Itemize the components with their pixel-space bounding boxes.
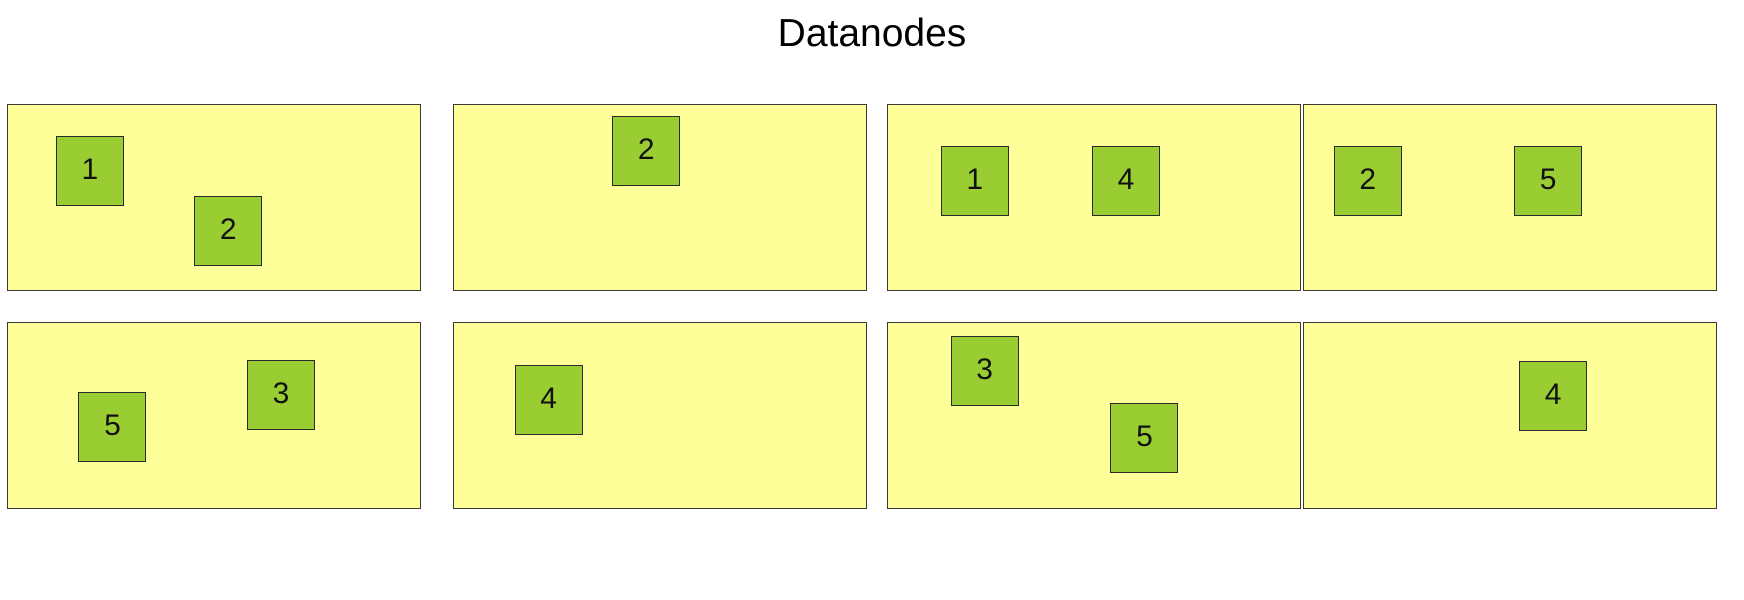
datanode-panel[interactable]: 4 <box>453 322 867 509</box>
data-block-label: 5 <box>1539 162 1557 196</box>
data-block[interactable]: 5 <box>78 392 147 463</box>
data-block[interactable]: 2 <box>194 196 263 267</box>
data-block[interactable]: 3 <box>246 359 315 430</box>
data-block[interactable]: 5 <box>1110 403 1179 474</box>
data-block-label: 5 <box>104 409 121 443</box>
data-block[interactable]: 3 <box>950 335 1019 406</box>
data-block[interactable]: 1 <box>940 145 1009 216</box>
data-block[interactable]: 4 <box>1091 145 1160 216</box>
datanode-panel[interactable]: 4 <box>1303 322 1717 509</box>
data-block-label: 1 <box>81 152 99 186</box>
data-block-label: 4 <box>540 381 557 415</box>
data-block[interactable]: 4 <box>1519 360 1588 431</box>
data-block[interactable]: 5 <box>1514 145 1583 216</box>
data-block[interactable]: 4 <box>514 364 583 435</box>
data-block-label: 3 <box>976 352 993 386</box>
data-block[interactable]: 2 <box>1333 145 1402 216</box>
data-block-label: 2 <box>637 132 655 166</box>
data-block-label: 2 <box>219 213 237 247</box>
data-block-label: 2 <box>1359 162 1376 196</box>
data-block[interactable]: 2 <box>612 115 681 186</box>
data-block[interactable]: 1 <box>55 135 124 206</box>
data-block-label: 4 <box>1544 377 1562 411</box>
data-block-label: 4 <box>1117 162 1135 196</box>
datanode-panel[interactable]: 2 <box>453 104 867 291</box>
page-title: Datanodes <box>777 12 967 55</box>
data-block-label: 1 <box>966 162 984 196</box>
data-block-label: 3 <box>272 376 290 410</box>
data-block-label: 5 <box>1136 420 1153 454</box>
